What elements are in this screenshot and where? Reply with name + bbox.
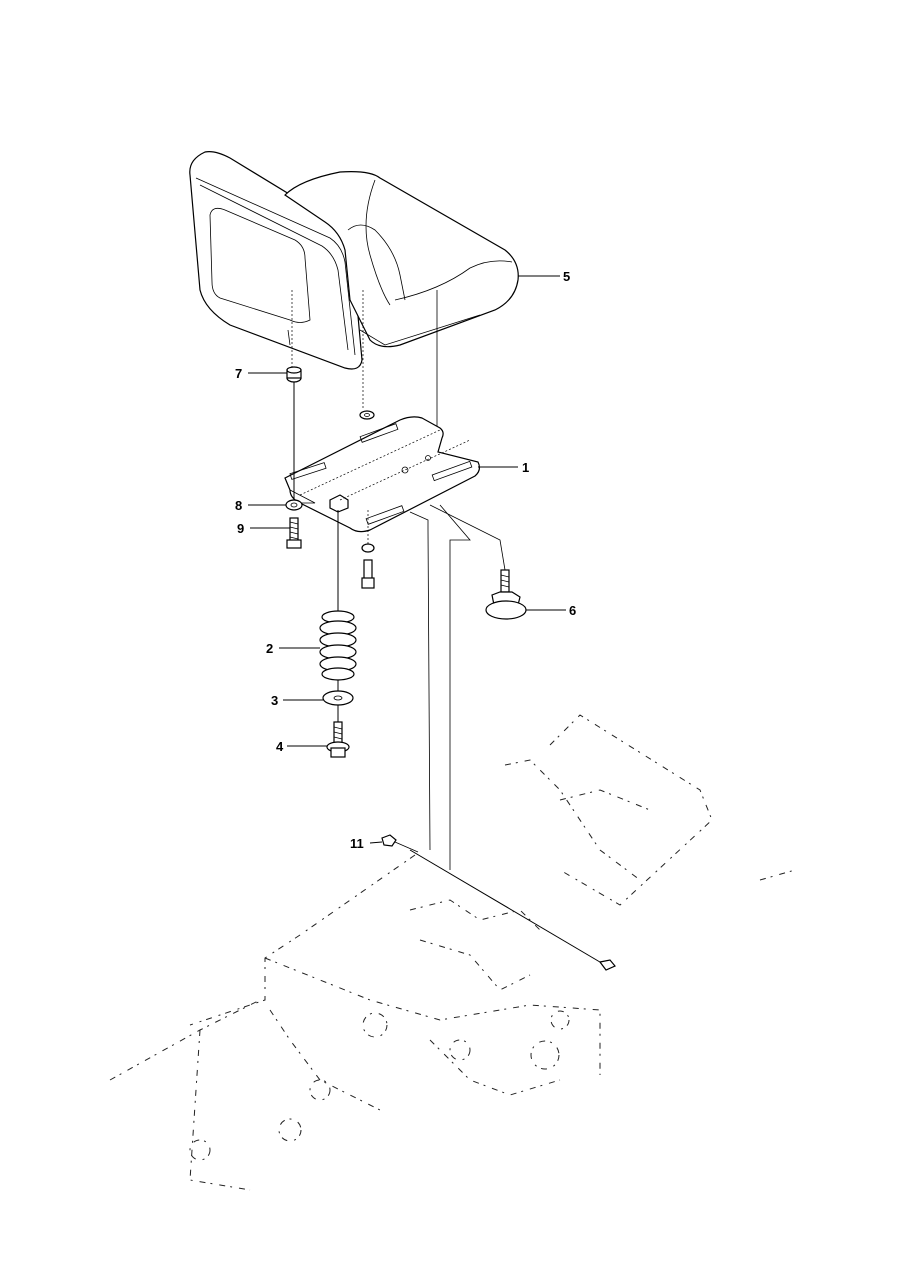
callout-2: 2 (266, 641, 273, 656)
seat-plate-part[interactable] (284, 416, 481, 533)
bolt-part-4[interactable] (326, 721, 350, 758)
nut-part-7[interactable] (286, 366, 302, 383)
callout-8: 8 (235, 498, 242, 513)
callout-6: 6 (569, 603, 576, 618)
bolt-part-9[interactable] (286, 517, 302, 549)
knob-part-6[interactable] (485, 569, 527, 620)
callout-1: 1 (522, 460, 529, 475)
callout-9: 9 (237, 521, 244, 536)
seat-part[interactable] (189, 151, 519, 370)
callout-4: 4 (276, 739, 284, 754)
cable-part-11[interactable] (381, 834, 616, 971)
washer-part-3[interactable] (322, 690, 354, 706)
washer-part-8[interactable] (285, 499, 303, 511)
chassis-background (109, 714, 796, 1191)
callout-5: 5 (563, 269, 570, 284)
callout-7: 7 (235, 366, 242, 381)
callout-3: 3 (271, 693, 278, 708)
spring-part-2[interactable] (319, 610, 357, 681)
bolt-center-part[interactable] (361, 543, 375, 589)
washer-top-part[interactable] (359, 410, 375, 420)
callout-11: 11 (350, 836, 364, 851)
callout-leaders (248, 275, 566, 844)
